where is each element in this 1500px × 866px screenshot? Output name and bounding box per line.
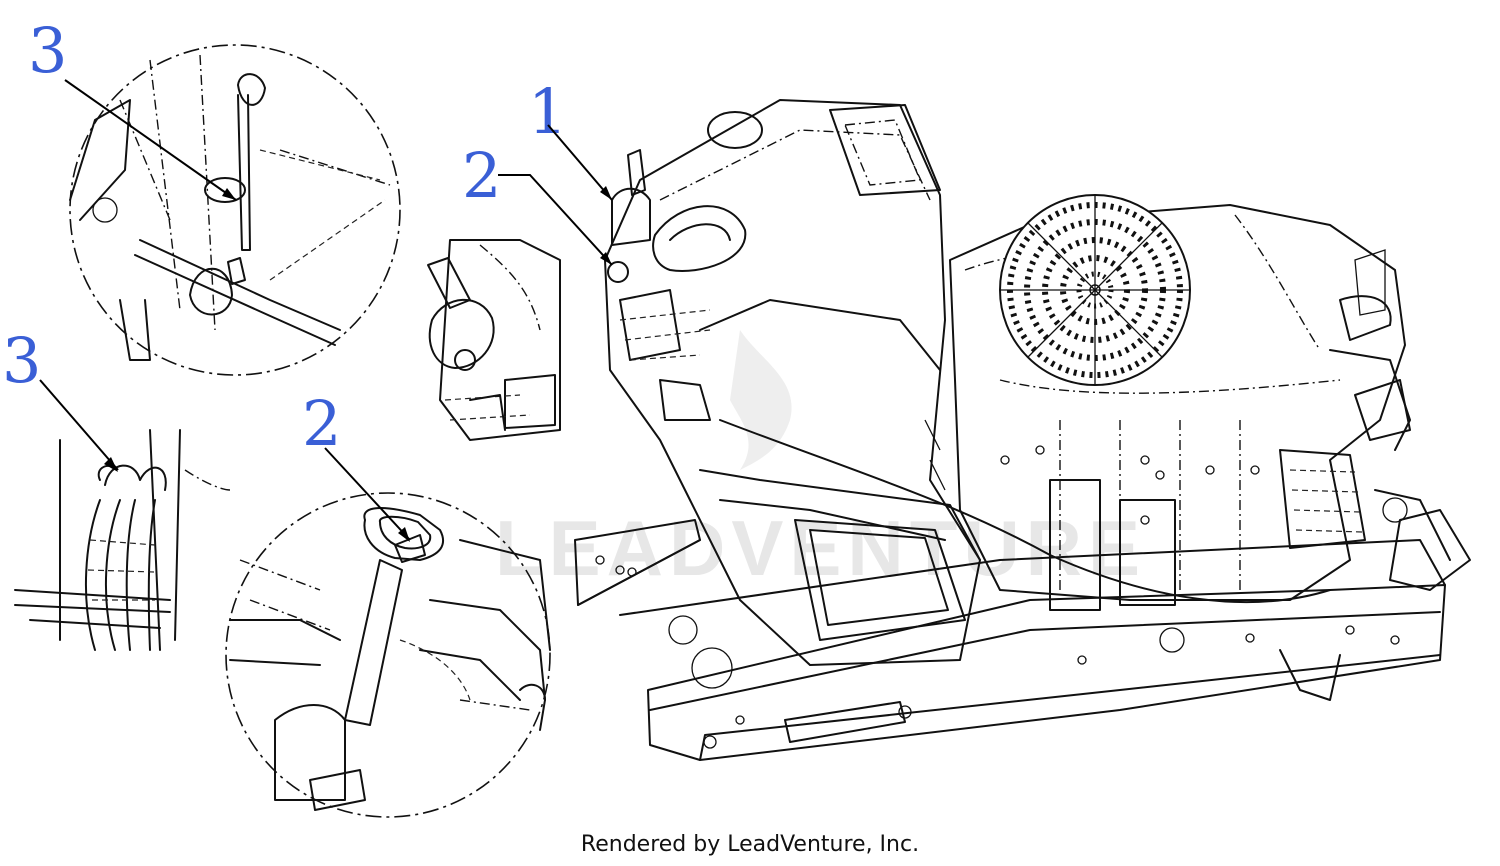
leader-3-circle-arrowhead [222,188,236,200]
leader-2-detail [324,447,411,541]
leader-3-hose-arrowhead [104,457,118,472]
callout-2-top: 2 [462,139,501,212]
callout-2-detail: 2 [302,387,341,460]
leader-2-detail-arrowhead [398,527,410,542]
leader-3-circle [64,79,237,201]
watermark: LEADVENTURE [495,330,1146,592]
rendered-by-credit: Rendered by LeadVenture, Inc. [580,832,920,857]
detail-shutoff-valve [427,239,561,441]
watermark-text: LEADVENTURE [495,504,1146,592]
leader-3-hose [39,379,119,471]
cooling-fan-screen [999,194,1191,386]
leader-2-top [498,174,613,266]
fuel-tank-console [604,99,981,666]
callout-3-hose: 3 [2,324,41,397]
callout-1: 1 [528,75,567,148]
detail-hoses [14,429,231,651]
detail-circle-fuel-line [225,492,551,818]
leader-1-arrowhead [600,186,612,200]
main-assembly [574,99,1471,761]
callouts: 1 2 3 3 2 [2,14,613,542]
leader-1 [547,124,613,201]
callout-3-circle: 3 [28,14,67,87]
detail-circle-clamp [69,44,401,376]
engine [719,194,1471,611]
leader-2-top-arrowhead [600,252,612,265]
